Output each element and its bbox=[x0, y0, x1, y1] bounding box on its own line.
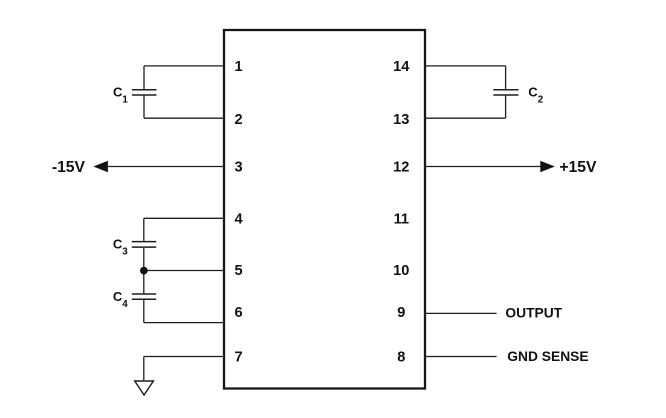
svg-text:9: 9 bbox=[397, 305, 405, 321]
svg-text:C3: C3 bbox=[113, 237, 128, 258]
svg-text:7: 7 bbox=[234, 350, 242, 366]
svg-text:GND SENSE: GND SENSE bbox=[507, 349, 588, 364]
svg-text:14: 14 bbox=[393, 59, 410, 75]
svg-text:11: 11 bbox=[394, 212, 409, 228]
svg-text:8: 8 bbox=[397, 350, 405, 366]
svg-text:5: 5 bbox=[234, 263, 242, 279]
svg-text:4: 4 bbox=[234, 212, 243, 228]
svg-text:13: 13 bbox=[393, 112, 409, 128]
svg-text:3: 3 bbox=[234, 160, 242, 176]
svg-text:6: 6 bbox=[234, 305, 242, 321]
svg-text:10: 10 bbox=[393, 263, 409, 279]
svg-text:C1: C1 bbox=[113, 84, 128, 105]
svg-text:OUTPUT: OUTPUT bbox=[505, 306, 562, 321]
svg-text:1: 1 bbox=[234, 59, 242, 75]
svg-text:+15V: +15V bbox=[559, 159, 597, 176]
svg-text:-15V: -15V bbox=[52, 159, 86, 176]
svg-text:C4: C4 bbox=[113, 289, 128, 310]
svg-text:C2: C2 bbox=[528, 85, 543, 106]
svg-text:12: 12 bbox=[393, 160, 409, 176]
svg-text:2: 2 bbox=[234, 112, 242, 128]
